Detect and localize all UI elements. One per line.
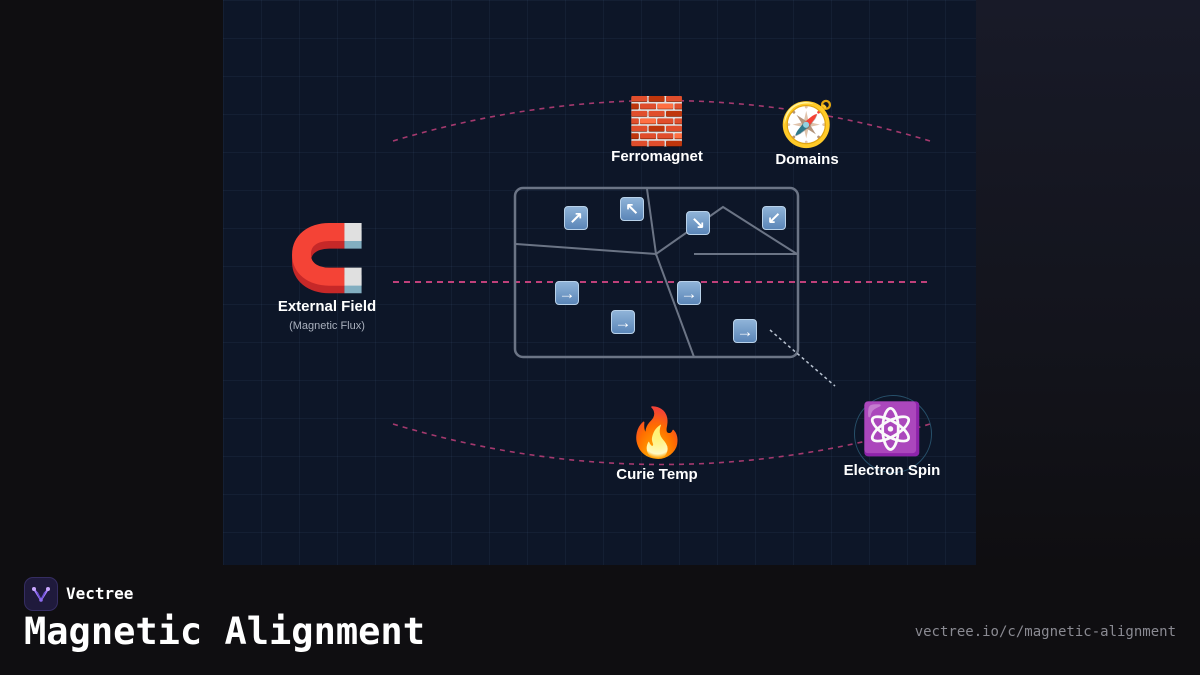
magnet-icon: 🧲 — [287, 222, 367, 294]
atom-highlight-ring — [854, 395, 932, 473]
bottom-arc — [392, 423, 931, 466]
page-url[interactable]: vectree.io/c/magnetic-alignment — [914, 624, 1176, 640]
node-label: Domains — [775, 151, 839, 168]
domain-arrow: → — [733, 319, 757, 343]
background-gradient — [976, 0, 1200, 565]
node-label: Curie Temp — [616, 466, 698, 483]
atom-icon: ⚛️ — [860, 401, 924, 457]
node-label: Ferromagnet — [611, 148, 703, 165]
brick-icon: 🧱 — [628, 95, 686, 147]
node-curie-temp[interactable]: 🔥 Curie Temp — [597, 407, 717, 484]
domain-arrow: ↙ — [762, 206, 786, 230]
node-domains[interactable]: 🧭 Domains — [757, 100, 857, 169]
node-ferromagnet[interactable]: 🧱 Ferromagnet — [597, 98, 717, 165]
node-electron-spin[interactable]: ⚛️ Electron Spin — [832, 404, 952, 479]
node-external-field[interactable]: 🧲 External Field (Magnetic Flux) — [267, 226, 387, 332]
top-arc — [392, 99, 931, 142]
domain-arrow: ↗ — [564, 206, 588, 230]
page-title: Magnetic Alignment — [24, 610, 425, 653]
node-sublabel: (Magnetic Flux) — [289, 320, 365, 332]
spin-pointer — [769, 329, 836, 387]
compass-icon: 🧭 — [779, 100, 835, 149]
domain-arrow: → — [677, 281, 701, 305]
node-label: External Field — [277, 298, 377, 315]
domain-arrow: ↘ — [686, 211, 710, 235]
logo-mark-icon — [32, 587, 50, 602]
domain-panel — [513, 186, 800, 359]
brand-name: Vectree — [66, 584, 134, 603]
domain-arrow: → — [611, 310, 635, 334]
domain-arrow: ↖ — [620, 197, 644, 221]
node-label: Electron Spin — [843, 462, 941, 479]
domain-wall — [515, 243, 695, 358]
domain-arrow: → — [555, 281, 579, 305]
diagram-canvas: ↗ ↖ ↘ ↙ → → → → 🧱 Ferromagnet 🧭 Domains … — [223, 0, 976, 565]
connector-lines — [392, 99, 931, 466]
fire-icon: 🔥 — [627, 407, 687, 460]
vectree-logo — [24, 577, 58, 611]
